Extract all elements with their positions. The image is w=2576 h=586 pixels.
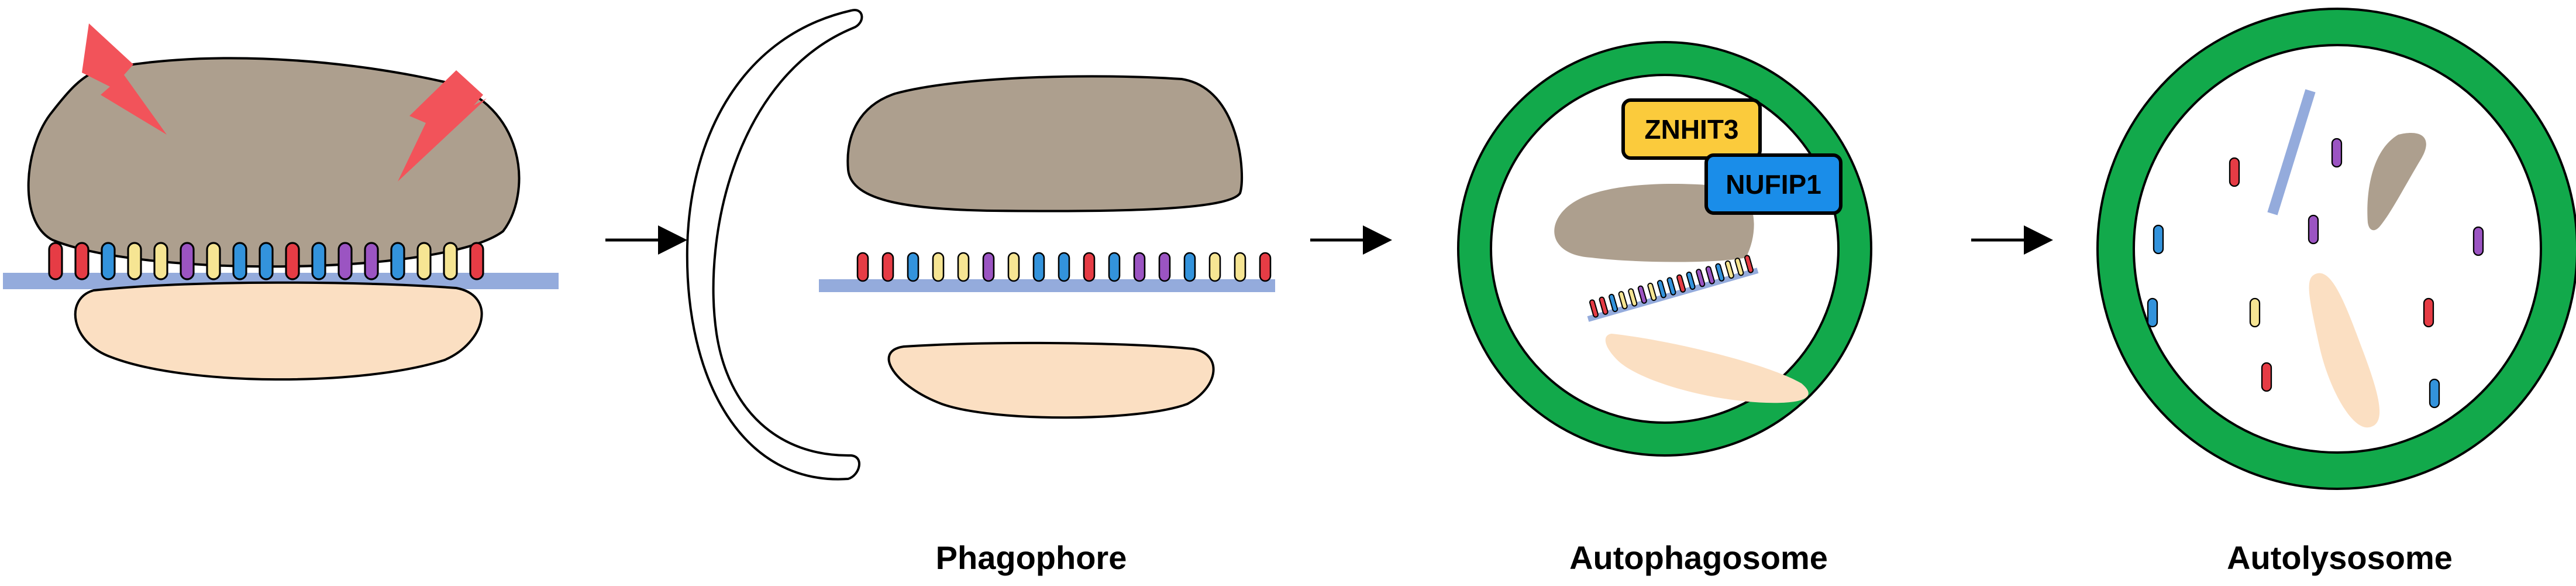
stage-intact-ribosome — [3, 23, 559, 381]
nucleotide — [364, 242, 379, 280]
nucleotide — [101, 242, 116, 280]
nucleotide — [469, 242, 484, 280]
nucleotide — [1589, 299, 1599, 318]
nucleotide — [1686, 271, 1696, 290]
large-subunit — [27, 57, 521, 268]
stage-label-autolysosome: Autolysosome — [2227, 539, 2453, 576]
nucleotide — [127, 242, 142, 280]
nucleotide — [1158, 252, 1171, 282]
nucleotide — [74, 242, 89, 280]
small-subunit — [1605, 334, 1809, 403]
nucleotide — [180, 242, 195, 280]
nucleotide — [1183, 252, 1196, 282]
nucleotide — [1058, 252, 1070, 282]
autolysosome-lumen — [2133, 44, 2542, 454]
nucleotide — [206, 242, 221, 280]
nucleotide — [2147, 297, 2158, 328]
nucleotide — [1637, 285, 1647, 304]
large-subunit-fragment — [2367, 132, 2426, 231]
nucleotide — [907, 252, 919, 282]
phagophore-membrane — [686, 9, 863, 481]
nucleotide — [1599, 296, 1609, 315]
stage-autolysosome — [2096, 8, 2576, 490]
nucleotide — [957, 252, 970, 282]
nucleotide — [1083, 252, 1096, 282]
nucleotide — [1734, 258, 1744, 276]
stage-phagophore — [686, 9, 1275, 481]
nucleotide — [1032, 252, 1045, 282]
nucleotide — [1657, 280, 1666, 299]
nucleotide — [1618, 291, 1628, 310]
nucleotide-row — [1587, 255, 1759, 322]
nucleotide — [1208, 252, 1221, 282]
nucleotide — [2261, 362, 2272, 392]
stage-label-autophagosome: Autophagosome — [1569, 539, 1828, 576]
stage-autophagosome — [1457, 41, 1872, 457]
nucleotide — [2153, 224, 2164, 255]
nucleotide — [1724, 260, 1734, 279]
small-subunit-fragment — [2309, 273, 2380, 428]
nucleotide — [2472, 226, 2484, 256]
nucleotide — [232, 242, 247, 280]
nucleotide — [1108, 252, 1121, 282]
nucleotide — [416, 242, 432, 280]
large-subunit — [846, 75, 1244, 213]
nucleotide — [1705, 266, 1715, 285]
nucleotide — [856, 252, 869, 282]
small-subunit — [74, 281, 483, 381]
nucleotide — [2308, 214, 2319, 245]
znhit3-tag: ZNHIT3 — [1621, 98, 1762, 160]
nucleotide — [311, 242, 326, 280]
nucleotide — [1609, 293, 1618, 313]
nucleotide — [48, 242, 63, 280]
nucleotide — [1744, 255, 1754, 273]
nucleotide-row — [48, 242, 484, 280]
nucleotide-row — [856, 252, 1272, 282]
lightning-bolt-icon — [82, 23, 167, 135]
nucleotide — [2229, 157, 2240, 187]
nucleotide — [1007, 252, 1020, 282]
rrna-strand — [819, 279, 1275, 292]
free-nucleotides — [2147, 138, 2484, 409]
nucleotide — [881, 252, 894, 282]
nucleotide — [338, 242, 353, 280]
nucleotide — [153, 242, 168, 280]
large-subunit — [1554, 184, 1754, 262]
nucleotide — [1676, 274, 1686, 293]
nucleotide — [1259, 252, 1272, 282]
nucleotide — [2429, 378, 2440, 409]
rrna-fragment — [2267, 89, 2316, 215]
nucleotide — [285, 242, 300, 280]
nucleotide — [2423, 297, 2434, 328]
nucleotide — [1133, 252, 1146, 282]
nucleotide — [259, 242, 274, 280]
nucleotide — [1715, 263, 1725, 282]
stage-label-phagophore: Phagophore — [935, 539, 1127, 576]
nucleotide — [1666, 277, 1676, 296]
nucleotide — [982, 252, 995, 282]
nufip1-tag: NUFIP1 — [1704, 153, 1843, 215]
nucleotide — [443, 242, 458, 280]
lightning-bolt-icon — [398, 70, 487, 181]
nucleotide — [1628, 288, 1638, 307]
nucleotide — [390, 242, 405, 280]
nucleotide — [1234, 252, 1246, 282]
nucleotide — [1696, 269, 1706, 287]
nucleotide — [2331, 138, 2343, 168]
small-subunit — [887, 341, 1215, 419]
nucleotide — [2249, 297, 2261, 328]
nucleotide — [1647, 282, 1657, 301]
nucleotide — [932, 252, 945, 282]
